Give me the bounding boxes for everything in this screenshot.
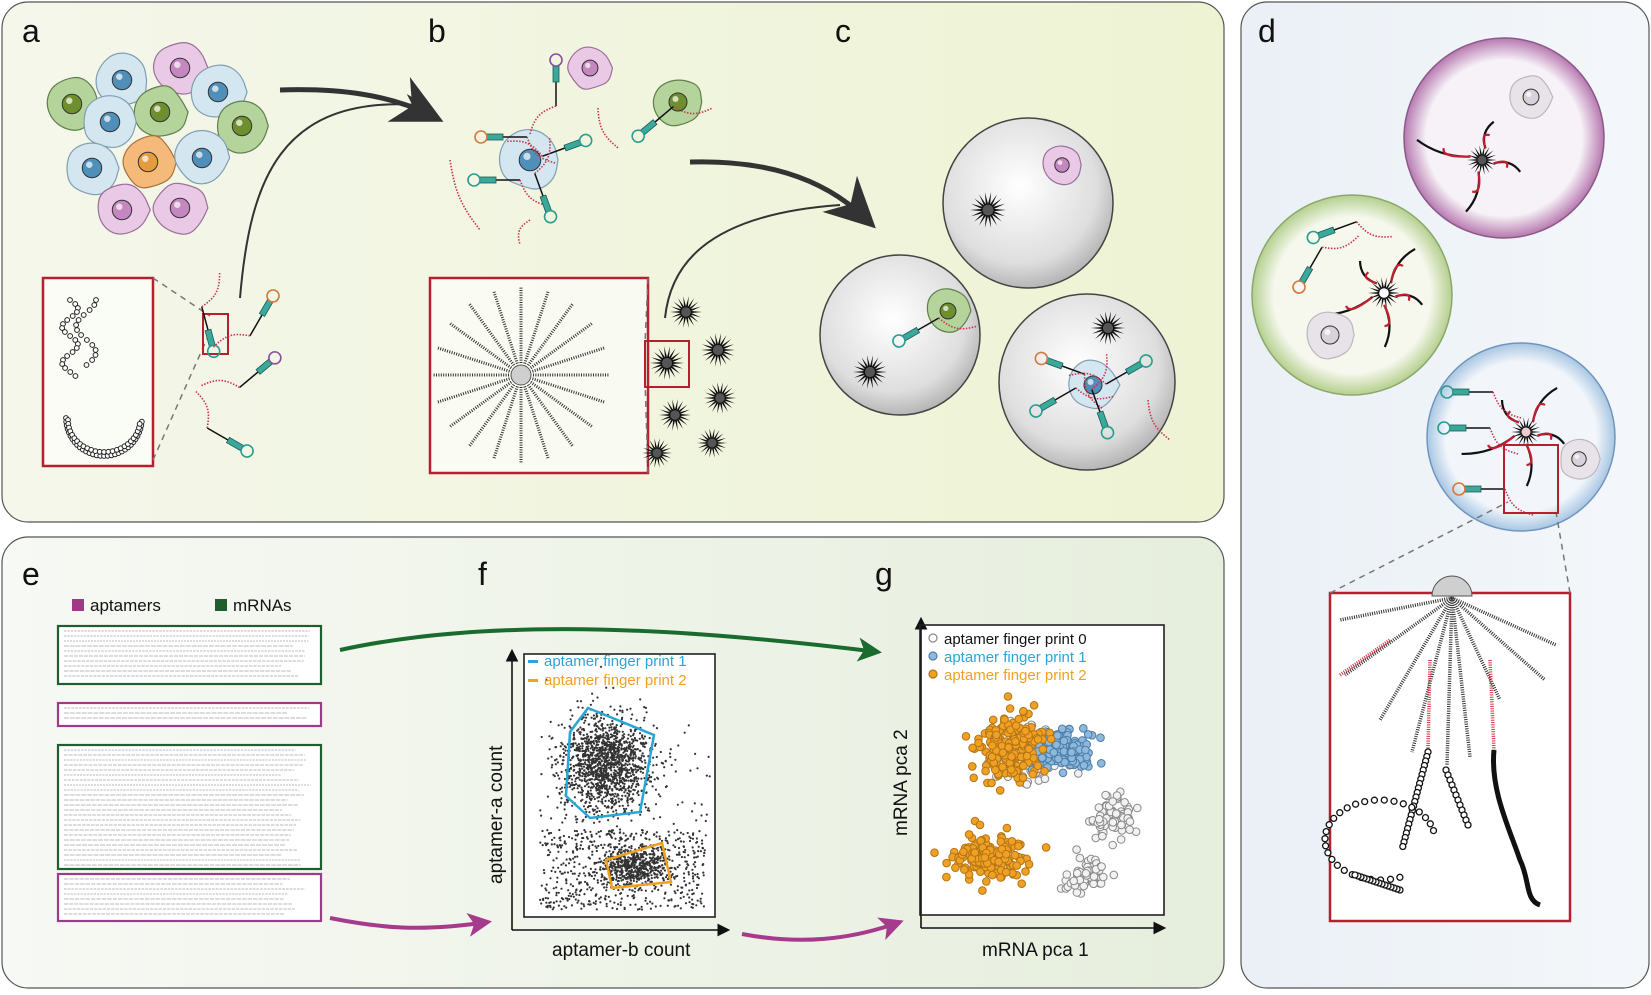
bead-d-blue (1511, 417, 1541, 447)
legend-aptamers-label: aptamers (90, 596, 161, 615)
bead-b-3 (704, 382, 736, 414)
bead-b-0 (670, 296, 702, 328)
gate-finger-print-2 (604, 841, 673, 890)
panel-label-g: g (875, 556, 893, 592)
sequencing-reads (56, 624, 323, 923)
aptamer-c1 (892, 317, 977, 348)
labeled-cells-b (449, 46, 712, 246)
aptamer-b1 (529, 53, 563, 135)
aptamer-b4 (467, 173, 549, 207)
aptamer-reads-2 (56, 872, 323, 923)
droplets-c (819, 117, 1176, 471)
aptamer-c5 (1091, 354, 1115, 440)
aptamer-a3 (201, 351, 282, 389)
f-legend-2: aptamer finger print 2 (544, 672, 687, 689)
cell-purple-11 (152, 182, 209, 235)
aptamer-b6 (631, 105, 712, 143)
legend-e: aptamers mRNAs (72, 596, 292, 615)
g-legend-1: aptamer finger print 1 (944, 649, 1087, 666)
bead-c-left (853, 355, 887, 389)
cell-purple-b (567, 46, 614, 90)
cell-purple-10 (97, 183, 151, 235)
aptamer-structure-zoom (41, 276, 229, 468)
aptamer-c3 (1029, 387, 1114, 418)
scatter-f: aptamer finger print 1 aptamer finger pr… (486, 648, 731, 961)
cell-green-b (652, 79, 703, 127)
aptamer-d4 (1437, 421, 1519, 455)
cell-population (46, 42, 269, 235)
ghost-cell-blue (1560, 438, 1601, 480)
cell-orange-8 (122, 135, 178, 189)
droplet-lysis-d (1251, 37, 1616, 532)
panel-label-d: d (1258, 13, 1276, 49)
arrow-a-to-b (239, 94, 426, 299)
droplet-green (1251, 194, 1453, 396)
bead-b-2 (701, 333, 735, 367)
aptamer-a2 (212, 289, 280, 348)
cell-blue-6 (83, 95, 137, 149)
mrna-arrow (339, 627, 882, 662)
beads-b (642, 296, 736, 468)
f-legend-1: aptamer finger print 1 (544, 653, 687, 670)
aptamer-d3 (1440, 385, 1522, 419)
legend-mrnas-label: mRNAs (233, 596, 292, 615)
cell-blue-b-labeled (498, 128, 559, 190)
g-legend-2: aptamer finger print 2 (944, 667, 1087, 684)
ghost-cell-green (1306, 311, 1355, 360)
bead-d-purple (1467, 145, 1497, 175)
bead-c-top (970, 192, 1006, 228)
aptamer-molecules-a (195, 273, 282, 458)
aptamer-arrow-f-g (741, 917, 904, 942)
panel-label-b: b (428, 13, 446, 49)
aptamer-b3 (507, 133, 593, 157)
panel-label-a: a (22, 13, 40, 49)
aptamer-b2 (474, 130, 556, 164)
bead-b-4 (659, 399, 691, 431)
cell-blue-7 (66, 142, 120, 196)
f-xlabel: aptamer-b count (552, 940, 691, 961)
aptamer-d1 (1306, 221, 1392, 245)
bead-c-right (1091, 311, 1125, 345)
g-ylabel: mRNA pca 2 (891, 729, 912, 836)
aptamer-b5 (534, 138, 558, 224)
aptamer-arrow-e-f (329, 913, 492, 937)
cell-blue-9 (174, 129, 231, 185)
scatter-g: aptamer finger print 0 aptamer finger pr… (891, 616, 1167, 961)
panel-label-e: e (22, 556, 40, 592)
f-ylabel: aptamer-a count (486, 745, 507, 884)
mrna-reads-2 (56, 743, 323, 871)
arrow-b-to-c (689, 159, 876, 229)
bead-b-1 (650, 346, 684, 380)
cell-green-4 (133, 85, 189, 137)
panel-label-f: f (478, 556, 487, 592)
cell-blue-c (1068, 359, 1121, 410)
cell-green-c (926, 288, 972, 333)
cell-purple-c (1042, 145, 1082, 186)
droplet-top (942, 117, 1114, 289)
aptamer-a4 (195, 390, 254, 458)
g-xlabel: mRNA pca 1 (982, 940, 1089, 961)
aptamer-reads-1 (56, 701, 323, 728)
bead-b-6 (642, 438, 672, 468)
capture-zoom-d (1321, 444, 1572, 923)
g-legend-0: aptamer finger print 0 (944, 631, 1087, 648)
ghost-cell-purple (1509, 75, 1554, 119)
cell-green-5 (216, 100, 269, 154)
gate-finger-print-1 (564, 706, 656, 820)
panel-label-c: c (835, 13, 851, 49)
droplet-purple (1403, 37, 1605, 239)
aptamer-d2 (1292, 235, 1360, 294)
bead-b-5 (697, 428, 727, 458)
barcoded-bead-zoom (428, 276, 690, 475)
cell-blue-0 (95, 52, 148, 106)
bead-d-green (1368, 277, 1400, 309)
mrna-reads-1 (56, 624, 323, 686)
aptamer-a1 (201, 273, 221, 359)
